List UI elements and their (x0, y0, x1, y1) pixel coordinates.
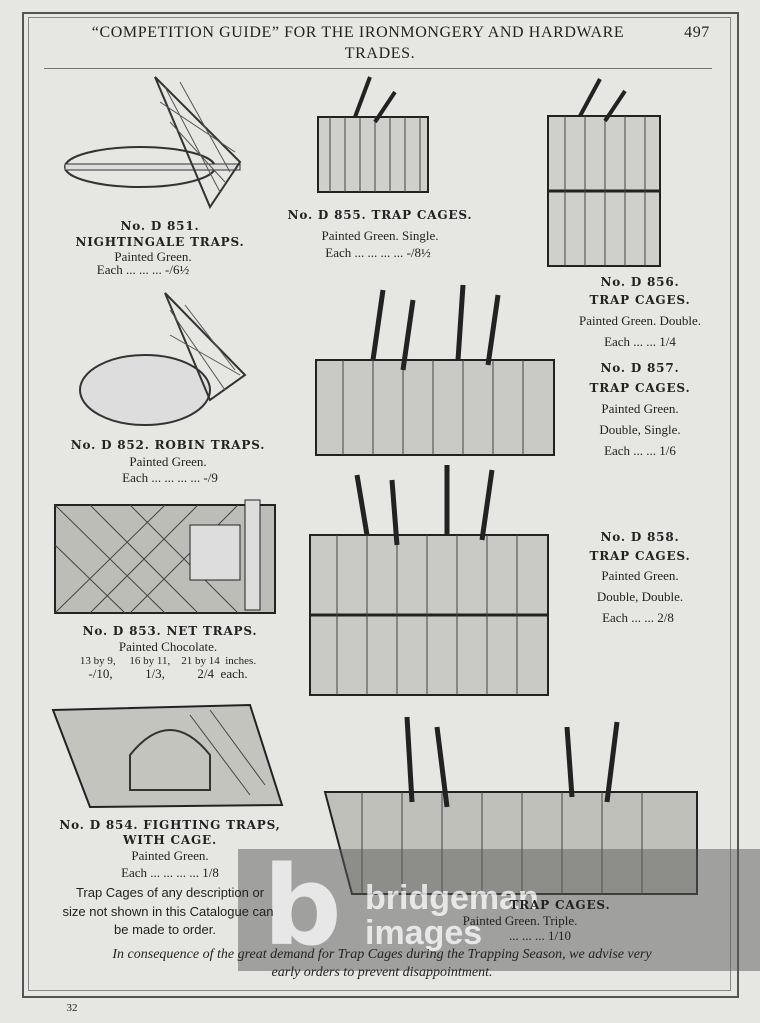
item-name-d857: TRAP CAGES. (589, 381, 691, 395)
svg-text:b: b (263, 849, 342, 970)
item-price-d856: Each ... ... 1/4 (604, 334, 676, 349)
trap-cage-double-illustration (547, 78, 661, 267)
page-title-line2: TRADES. (344, 45, 416, 62)
net-trap-illustration (54, 499, 276, 614)
item-number-d854: No. D 854. FIGHTING TRAPS, (59, 818, 281, 832)
item-number-d851: No. D 851. (120, 219, 200, 233)
page-title: “COMPETITION GUIDE” FOR THE IRONMONGERY … (91, 24, 625, 41)
item-finish-d853: Painted Chocolate. (118, 639, 218, 654)
trap-cage-d858-illustration (309, 465, 549, 696)
header-rule (44, 68, 712, 69)
item-name-d856: TRAP CAGES. (589, 293, 691, 307)
item-number-d857: No. D 857. (600, 361, 680, 375)
item-price-d854: Each ... ... ... ... 1/8 (121, 865, 219, 880)
item-finish-d856: Painted Green. Double. (578, 313, 702, 328)
nightingale-trap-illustration (64, 76, 242, 210)
watermark-logo: b bridgeman images (238, 849, 760, 971)
page-border (22, 12, 739, 998)
item-price-d858: Each ... ... 2/8 (602, 610, 674, 625)
item-price-d851: Each ... ... ... -/6½ (96, 262, 190, 277)
svg-text:bridgeman: bridgeman (365, 879, 539, 917)
item-number-d858: No. D 858. (600, 530, 680, 544)
item-number-d855: No. D 855. TRAP CAGES. (287, 208, 473, 222)
notice-line-1: Trap Cages of any description or (75, 885, 265, 900)
item-finish-d857: Painted Green. (601, 401, 679, 416)
item-prices-d853: -/10, 1/3, 2/4 each. (88, 666, 248, 681)
page-inner-border (28, 17, 731, 991)
item-name-triple: TRAP CAGES. (509, 898, 611, 912)
item-number-d856: No. D 856. (600, 275, 680, 289)
item-finish-d852: Painted Green. (129, 454, 207, 469)
item-finish-d858: Painted Green. (601, 568, 679, 583)
item-price-d855: Each ... ... ... ... -/8½ (325, 245, 431, 260)
trap-cage-single-illustration (317, 76, 429, 193)
footer-note-line-1: In consequence of the great demand for T… (112, 947, 652, 962)
page-number: 497 (684, 24, 710, 41)
fighting-trap-illustration (51, 703, 284, 809)
item-price-triple: ... ... ... 1/10 (508, 928, 572, 943)
trap-cage-d857-illustration (315, 284, 555, 456)
item-name-d854: WITH CAGE. (123, 833, 217, 847)
item-finish-triple: Painted Green. Triple. (462, 913, 578, 928)
item-number-d853: No. D 853. NET TRAPS. (82, 624, 258, 638)
item-finish-d851: Painted Green. (114, 249, 192, 264)
folio: 32 (66, 1002, 78, 1014)
item-finish2-d858: Double, Double. (596, 589, 684, 604)
notice-line-2: size not shown in this Catalogue can (62, 904, 274, 919)
item-price-d857: Each ... ... 1/6 (604, 443, 676, 458)
item-finish-d854: Painted Green. (131, 848, 209, 863)
item-price-d852: Each ... ... ... ... -/9 (122, 470, 218, 485)
svg-text:images: images (365, 914, 482, 952)
notice-line-3: be made to order. (114, 922, 216, 937)
item-sizes-d853: 13 by 9, 16 by 11, 21 by 14 inches. (79, 655, 257, 667)
item-name-d851: NIGHTINGALE TRAPS. (75, 235, 245, 249)
item-number-d852: No. D 852. ROBIN TRAPS. (70, 438, 266, 452)
item-finish2-d857: Double, Single. (599, 422, 681, 437)
footer-note-line-2: early orders to prevent disappointment. (271, 965, 493, 980)
item-finish-d855: Painted Green. Single. (321, 228, 439, 243)
robin-trap-illustration (79, 292, 247, 426)
item-name-d858: TRAP CAGES. (589, 549, 691, 563)
